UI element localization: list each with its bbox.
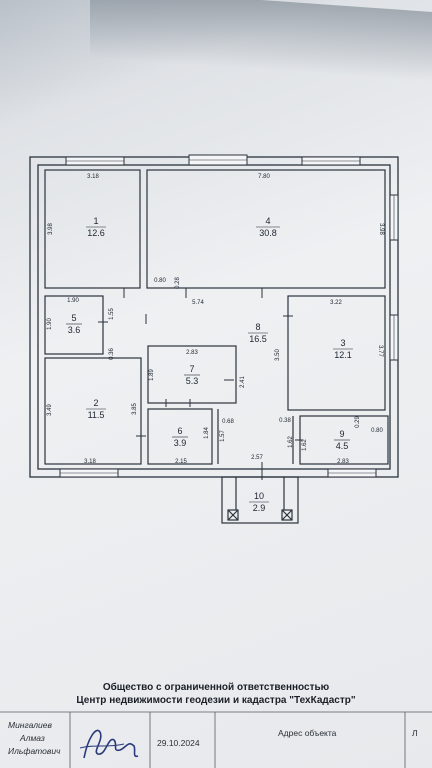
room-area: 3.6 <box>68 325 81 335</box>
document-date: 29.10.2024 <box>157 738 200 748</box>
dimension-label: 0.68 <box>222 419 234 425</box>
room-area: 4.5 <box>336 441 349 451</box>
window-lines <box>60 159 395 474</box>
dimension-label: 3.18 <box>87 174 99 180</box>
dimension-label: 2.83 <box>337 459 349 465</box>
interior-walls <box>44 169 389 465</box>
dimension-label: 3.18 <box>84 459 96 465</box>
dimension-label: 2.41 <box>240 376 246 388</box>
dimension-label: 1.62 <box>288 436 294 448</box>
dimension-label: 3.98 <box>48 223 54 235</box>
room-area: 5.3 <box>186 376 199 386</box>
porch <box>221 476 299 524</box>
dimension-label: 3.50 <box>275 349 281 361</box>
person-first-name: Алмаз <box>20 733 45 743</box>
address-label: Адрес объекта <box>278 728 337 738</box>
footer-table-lines <box>0 711 432 768</box>
room-area: 11.5 <box>88 410 105 420</box>
person-patronymic: Ильфатович <box>8 746 61 756</box>
room-area: 3.9 <box>174 438 187 448</box>
dimension-label: 1.89 <box>149 369 155 381</box>
room-number: 5 <box>71 313 76 323</box>
room-number: 2 <box>93 398 98 408</box>
dimension-label: 2.57 <box>251 455 263 461</box>
room-number: 7 <box>189 364 194 374</box>
corner-letter: Л <box>412 728 418 738</box>
room-area: 12.6 <box>87 228 105 238</box>
person-last-name: Мингалиев <box>8 720 52 730</box>
dimension-label: 1.55 <box>109 308 115 320</box>
room-area: 30.8 <box>259 228 277 238</box>
signature-image <box>79 729 139 759</box>
dimension-label: 3.77 <box>377 345 383 357</box>
dimension-label: 2.83 <box>186 350 198 356</box>
dimension-label: 1.84 <box>204 427 210 439</box>
organization-line-1: Общество с ограниченной ответственностью <box>102 682 330 693</box>
room-number: 6 <box>177 426 182 436</box>
dimension-label: 3.22 <box>330 300 342 306</box>
organization-line-2: Центр недвижимости геодезии и кадастра "… <box>76 695 356 706</box>
room-labels: 1 12.6 2 11.5 3 12.1 4 30.8 5 3.6 6 3.9 … <box>66 216 353 513</box>
dimension-label: 1.57 <box>220 430 226 442</box>
room-number: 1 <box>93 216 98 226</box>
dimension-label: 0.36 <box>109 348 115 360</box>
room-number: 8 <box>255 322 260 332</box>
dimension-label: 5.74 <box>192 300 204 306</box>
room-number: 3 <box>340 338 345 348</box>
dimension-label: 0.28 <box>175 277 181 289</box>
door-marks <box>98 288 303 480</box>
dimension-label: 3.85 <box>132 403 138 415</box>
room-number: 10 <box>254 491 264 501</box>
dimension-label: 7.80 <box>258 174 270 180</box>
room-area: 12.1 <box>334 350 352 360</box>
dimension-label: 3.49 <box>47 404 53 416</box>
room-number: 9 <box>339 429 344 439</box>
dimension-labels: 3.18 3.98 7.80 3.98 0.80 0.28 1.90 1.90 … <box>47 174 384 465</box>
room-area: 2.9 <box>253 503 266 513</box>
dimension-label: 1.90 <box>67 298 79 304</box>
dimension-label: 1.62 <box>302 439 308 451</box>
dimension-label: 1.90 <box>47 318 53 330</box>
dimension-label: 0.80 <box>154 278 166 284</box>
room-area: 16.5 <box>249 334 267 344</box>
dimension-label: 2.15 <box>175 459 187 465</box>
dimension-label: 0.38 <box>279 418 291 424</box>
dimension-label: 0.29 <box>355 416 361 428</box>
dimension-label: 0.80 <box>371 428 383 434</box>
room-number: 4 <box>265 216 270 226</box>
dimension-label: 3.98 <box>378 223 384 235</box>
